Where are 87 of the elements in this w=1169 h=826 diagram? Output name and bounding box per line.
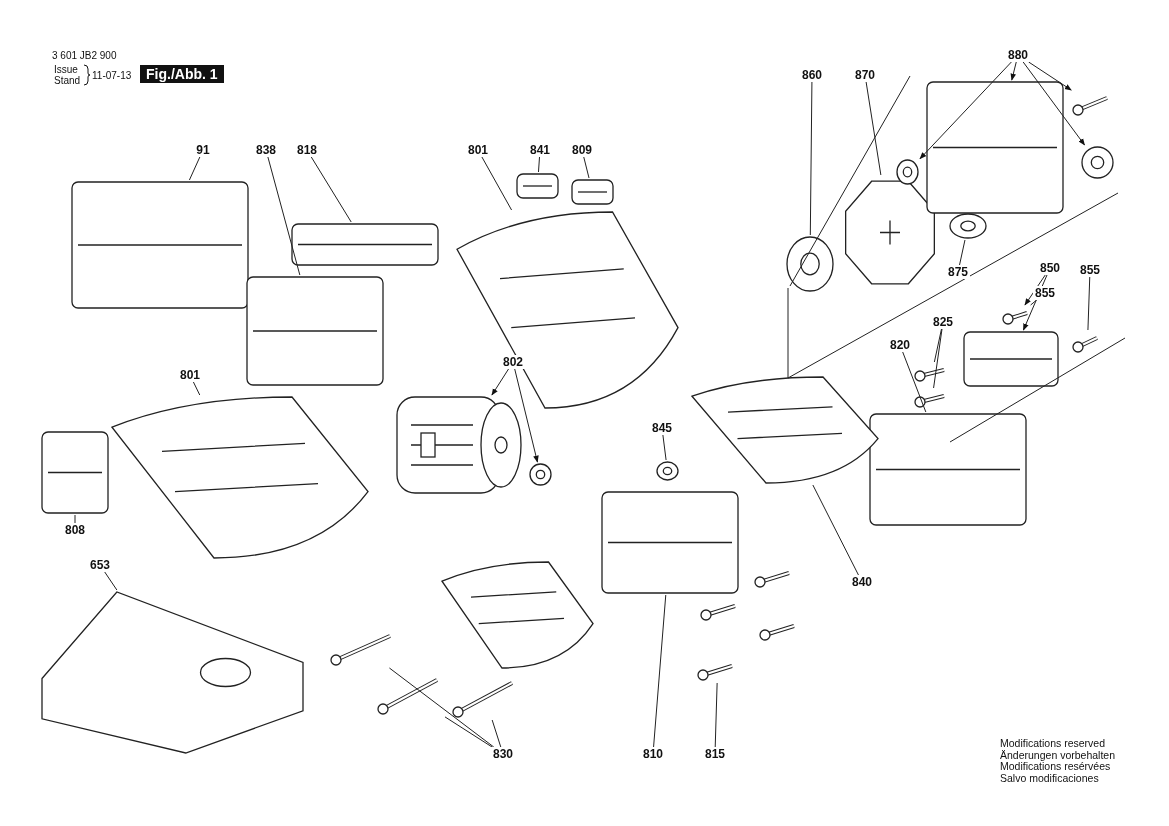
housing-half-drawing: [455, 210, 680, 410]
callout-number: 875: [946, 265, 970, 279]
figure-tag: Fig./Abb. 1: [140, 65, 224, 83]
callout-number: 840: [850, 575, 874, 589]
leader-line: [865, 81, 882, 176]
leader-line: [919, 61, 1012, 160]
leader-line: [933, 328, 943, 389]
motor-drawing: [395, 395, 525, 495]
callout-number: 825: [931, 315, 955, 329]
leader-line: [1022, 61, 1086, 146]
leader-line: [1030, 299, 1038, 306]
leader-line: [662, 434, 667, 461]
callout-number: 801: [178, 368, 202, 382]
leader-line: [537, 156, 540, 173]
callout-number: 830: [491, 747, 515, 761]
leader-line: [74, 514, 76, 524]
charger-drawing: [40, 590, 305, 755]
leader-line: [444, 716, 493, 748]
callout-number: 802: [501, 355, 525, 369]
housing-half-drawing: [110, 395, 370, 560]
callout-number: 810: [641, 747, 665, 761]
leader-line: [1028, 61, 1072, 91]
cover-shell-drawing: [690, 375, 880, 485]
leader-line: [812, 484, 859, 576]
callout-number: 870: [853, 68, 877, 82]
leader-line: [583, 156, 590, 179]
nut-drawing: [655, 460, 680, 482]
gearbox-drawing: [600, 490, 740, 595]
part-list-number: 3 601 JB2 900: [52, 50, 117, 61]
leader-line: [267, 156, 301, 276]
callout-number: 809: [570, 143, 594, 157]
callout-number: 855: [1078, 263, 1102, 277]
note-text: Modifications reserved: [1000, 738, 1107, 750]
callout-number: 91: [194, 143, 212, 157]
callout-number: 841: [528, 143, 552, 157]
label-plate-drawing: [515, 172, 560, 200]
callout-number: 808: [63, 523, 87, 537]
leader-line: [104, 571, 118, 591]
callout-number: 820: [888, 338, 912, 352]
note-text: Änderungen vorbehalten: [1000, 749, 1115, 761]
leader-line: [388, 667, 495, 748]
note-text: Salvo modificaciones: [1000, 772, 1100, 784]
switch-module-drawing: [245, 275, 385, 387]
leader-line: [1087, 276, 1091, 331]
bushing-drawing: [895, 158, 920, 186]
battery-pack-drawing: [70, 180, 250, 310]
leader-line: [1010, 61, 1017, 81]
leader-line: [809, 81, 813, 236]
leader-line: [491, 368, 510, 396]
callout-number: 801: [466, 143, 490, 157]
callout-number: 815: [703, 747, 727, 761]
label-plate-drawing: [570, 178, 615, 206]
issue-label: Issue: [54, 64, 78, 75]
front-cap-drawing: [440, 560, 595, 670]
slide-switch-drawing: [290, 222, 440, 267]
callout-number: 880: [1006, 48, 1030, 62]
guard-cover-drawing: [925, 80, 1065, 215]
leader-line: [481, 156, 513, 211]
callout-number: 838: [254, 143, 278, 157]
leader-line: [933, 328, 942, 363]
leader-line: [714, 682, 718, 748]
leader-line: [310, 156, 352, 223]
callout-number: 855: [1033, 286, 1057, 300]
leader-line: [188, 156, 201, 181]
leader-line: [959, 239, 966, 266]
callout-number: 653: [88, 558, 112, 572]
leader-line: [192, 381, 201, 396]
knob-drawing: [1080, 145, 1115, 180]
issue-label: Stand: [54, 75, 81, 86]
bracket-drawing: [962, 330, 1060, 388]
bushing-drawing: [528, 462, 553, 487]
disc-drawing: [948, 212, 988, 240]
callout-number: 850: [1038, 261, 1062, 275]
callout-number: 818: [295, 143, 319, 157]
label-plate-drawing: [40, 430, 110, 515]
leader-line: [514, 368, 539, 463]
leader-line: [1022, 274, 1048, 331]
leader-line: [491, 719, 502, 748]
issue-date: 11-07-13: [92, 70, 132, 81]
ring-drawing: [785, 235, 835, 293]
callout-number: 860: [800, 68, 824, 82]
callout-number: 845: [650, 421, 674, 435]
note-text: Modifications resérvées: [1000, 761, 1112, 773]
leader-line: [902, 351, 927, 413]
leader-line: [1024, 274, 1046, 306]
leader-line: [653, 594, 667, 748]
mounting-plate-drawing: [868, 412, 1028, 527]
